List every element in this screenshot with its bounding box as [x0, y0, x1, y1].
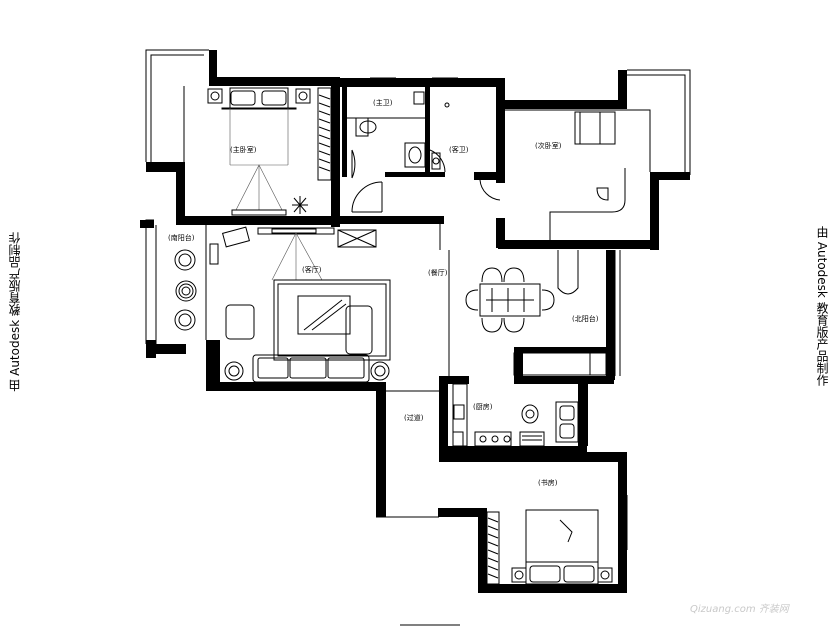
label-study: (书房)	[538, 478, 558, 487]
doors	[351, 149, 501, 213]
watermark-right: 由 Autodesk 教育版产品制作	[815, 226, 829, 386]
windows-balconies	[145, 49, 691, 626]
label-dining-room: (餐厅)	[428, 268, 448, 277]
second-bedroom-furniture	[505, 109, 651, 240]
label-corridor: (过道)	[404, 413, 424, 422]
study-furniture	[486, 509, 613, 585]
label-south-balcony: (南阳台)	[168, 233, 195, 242]
label-kitchen: (厨房)	[473, 402, 493, 411]
master-bedroom-furniture	[207, 87, 332, 216]
label-guest-bath: (客卫)	[449, 145, 469, 154]
kitchen-fixtures	[452, 383, 579, 447]
site-watermark: Qizuang.com 齐装网	[690, 604, 789, 615]
label-living-room: (客厅)	[302, 265, 322, 274]
room-labels: (主卧室) (主卫) (客卫) (次卧室) (南阳台) (客厅) (餐厅) (北…	[168, 98, 599, 487]
dining-furniture	[465, 250, 607, 376]
walls	[140, 50, 690, 593]
label-north-balcony: (北阳台)	[572, 314, 599, 323]
bath-fixtures	[347, 91, 450, 170]
living-room-furniture	[174, 226, 391, 383]
watermark-left: 由 Autodesk 教育版产品制作	[8, 232, 22, 392]
label-master-bedroom: (主卧室)	[230, 145, 257, 154]
label-second-bedroom: (次卧室)	[535, 141, 562, 150]
label-master-bath: (主卫)	[373, 98, 393, 107]
